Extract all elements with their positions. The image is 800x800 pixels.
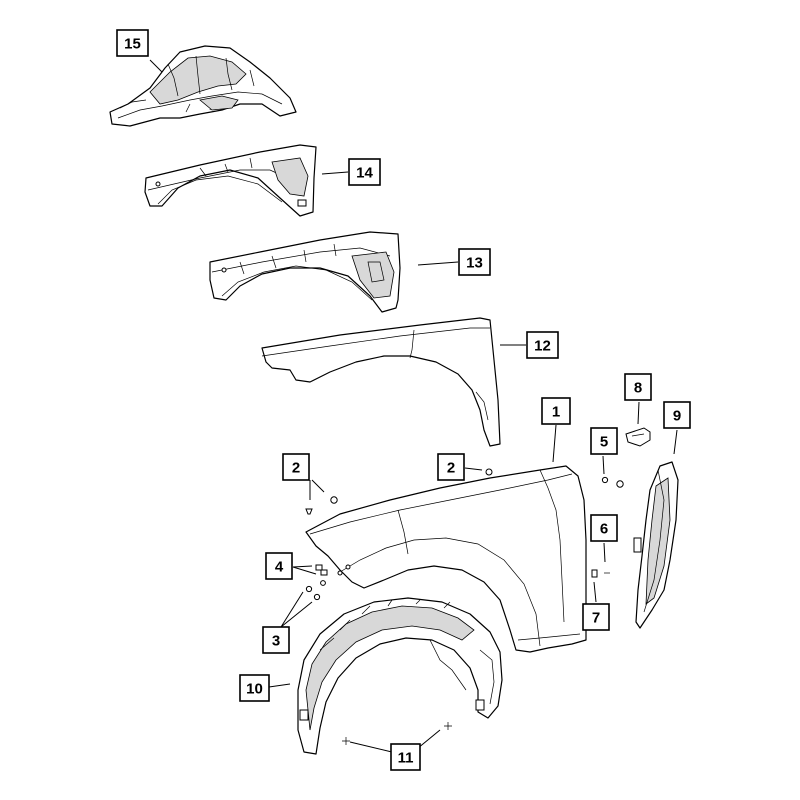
clip-nut-icon: [485, 468, 493, 476]
callout-10: 10: [239, 674, 270, 702]
callout-label: 10: [246, 681, 263, 698]
push-pin-icon: [342, 737, 350, 745]
callout-15: 15: [116, 29, 149, 57]
callout-label: 15: [124, 36, 141, 53]
callout-9: 9: [663, 401, 691, 429]
callout-6: 6: [590, 514, 618, 542]
fasteners: [305, 427, 651, 745]
part-1-front-fender: [305, 465, 587, 653]
push-pin-icon: [305, 508, 313, 515]
clip-nut-icon: [320, 569, 328, 576]
callout-12: 12: [526, 331, 559, 359]
screw-icon: [591, 569, 598, 578]
bracket-icon: [625, 427, 651, 447]
callout-5: 5: [590, 427, 618, 455]
screw-icon: [320, 580, 326, 586]
callout-label: 2: [292, 460, 300, 477]
callout-label: 8: [634, 380, 642, 397]
callout-label: 14: [356, 165, 373, 182]
clip-nut-icon: [330, 496, 338, 504]
leader-lines: [149, 59, 678, 754]
callout-label: 12: [534, 338, 551, 355]
part-12-extension-panel: [261, 317, 501, 447]
callout-label: 6: [600, 521, 608, 538]
callout-1: 1: [541, 397, 571, 425]
clip-nut-icon: [315, 564, 323, 571]
screw-icon: [305, 585, 313, 593]
callout-label: 4: [275, 559, 284, 576]
callout-3: 3: [262, 626, 290, 654]
part-14-inner-panel: [144, 144, 317, 217]
callout-4: 4: [265, 552, 293, 580]
callout-label: 5: [600, 434, 608, 451]
part-10-wheelhouse-liner: [297, 597, 503, 755]
callout-14: 14: [348, 158, 381, 186]
clip-nut-icon: [601, 476, 609, 484]
screw-icon: [313, 593, 321, 601]
callout-label: 13: [466, 255, 483, 272]
callout-label: 2: [447, 460, 455, 477]
callout-8: 8: [624, 373, 652, 401]
callout-2-left: 2: [282, 453, 310, 481]
callout-2-right: 2: [437, 453, 465, 481]
callout-13: 13: [458, 248, 491, 276]
callout-11: 11: [390, 743, 421, 771]
callout-label: 9: [673, 408, 681, 425]
callout-7: 7: [582, 603, 610, 631]
callout-label: 1: [552, 404, 560, 421]
callout-label: 11: [398, 750, 414, 767]
part-9-side-shield: [633, 461, 679, 629]
callout-label: 7: [592, 610, 600, 627]
push-pin-icon: [444, 722, 452, 730]
clip-nut-icon: [616, 480, 624, 488]
part-13-reinforcement: [209, 231, 401, 313]
callout-label: 3: [272, 633, 280, 650]
part-15-wheelhouse-inner: [109, 45, 297, 127]
